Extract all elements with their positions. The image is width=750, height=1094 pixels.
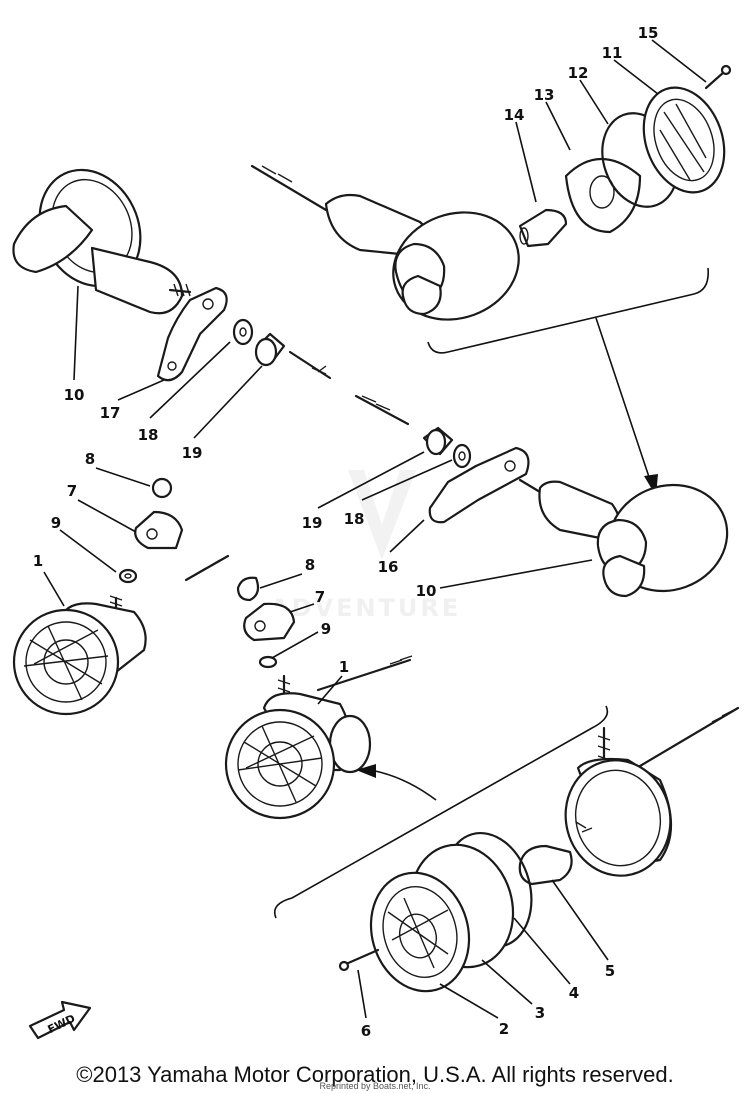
flasher-assembly-mid-right xyxy=(354,394,729,598)
callout-9-middle: 9 xyxy=(321,620,331,638)
callout-8-middle: 8 xyxy=(305,556,315,574)
callout-19-lower: 19 xyxy=(302,514,323,532)
callout-18-upper: 18 xyxy=(138,426,159,444)
callout-10-upper: 10 xyxy=(64,386,85,404)
callout-1-left: 1 xyxy=(33,552,43,570)
flasher-assembly-lower-right xyxy=(338,706,740,993)
callout-14: 14 xyxy=(504,106,525,124)
callout-4: 4 xyxy=(569,984,579,1002)
callout-labels: 15 11 12 13 14 10 17 18 19 8 7 9 1 19 18… xyxy=(33,24,659,1040)
callout-9-left: 9 xyxy=(51,514,61,532)
callout-11: 11 xyxy=(602,44,623,62)
callout-19-upper: 19 xyxy=(182,444,203,462)
callout-13: 13 xyxy=(534,86,555,104)
callout-18-lower: 18 xyxy=(344,510,365,528)
callout-6: 6 xyxy=(361,1022,371,1040)
flasher-assembly-upper-right xyxy=(250,64,732,321)
leader-lines xyxy=(43,39,707,1019)
callout-15: 15 xyxy=(638,24,659,42)
reprint-notice: Reprinted by Boats.net, Inc. xyxy=(319,1081,431,1091)
callout-8-left: 8 xyxy=(85,450,95,468)
flasher-assembly-middle xyxy=(224,576,413,820)
flasher-assembly-left xyxy=(12,477,230,716)
fwd-arrow: FWD xyxy=(28,1000,92,1040)
callout-7-left: 7 xyxy=(67,482,77,500)
callout-1-middle: 1 xyxy=(339,658,349,676)
copyright-notice: ©2013 Yamaha Motor Corporation, U.S.A. A… xyxy=(76,1062,674,1087)
callout-5: 5 xyxy=(605,962,615,980)
explode-bracket-lower xyxy=(273,705,609,919)
callout-3: 3 xyxy=(535,1004,545,1022)
callout-2: 2 xyxy=(499,1020,509,1038)
callout-16: 16 xyxy=(378,558,399,576)
callout-7-middle: 7 xyxy=(315,588,325,606)
callout-12: 12 xyxy=(568,64,589,82)
callout-17: 17 xyxy=(100,404,121,422)
callout-10-lower: 10 xyxy=(416,582,437,600)
flasher-assembly-upper-left xyxy=(12,168,332,382)
